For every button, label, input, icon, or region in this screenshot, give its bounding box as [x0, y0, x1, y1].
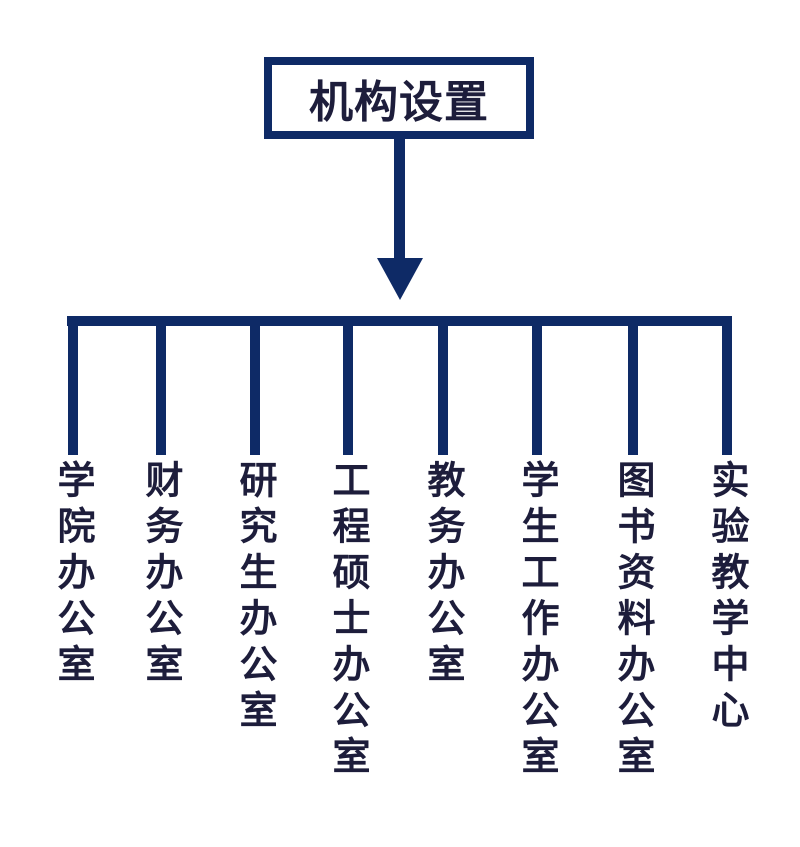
department-label: 图书资料办公室	[611, 460, 655, 782]
connector-line	[722, 316, 732, 455]
connector-line	[628, 316, 638, 455]
connector-line	[250, 316, 260, 455]
connector-line	[68, 316, 78, 455]
branch-finance-office: 财务办公室	[139, 316, 183, 690]
connector-line	[532, 316, 542, 455]
arrow-shaft-line	[394, 139, 405, 262]
branch-experimental-teaching-center: 实验教学中心	[705, 316, 749, 736]
connector-line	[156, 316, 166, 455]
department-label: 学院办公室	[51, 460, 95, 690]
department-label: 学生工作办公室	[515, 460, 559, 782]
branch-student-affairs-office: 学生工作办公室	[515, 316, 559, 782]
root-node: 机构设置	[264, 57, 534, 139]
branch-engineering-master-office: 工程硕士办公室	[326, 316, 370, 782]
connector-line	[438, 316, 448, 455]
arrow-down-icon	[377, 258, 423, 300]
root-node-label: 机构设置	[309, 77, 489, 128]
department-label: 实验教学中心	[705, 460, 749, 736]
branch-graduate-office: 研究生办公室	[233, 316, 277, 736]
branch-academic-affairs-office: 教务办公室	[421, 316, 465, 690]
horizontal-connector-line	[67, 316, 732, 326]
connector-line	[343, 316, 353, 455]
branch-library-materials-office: 图书资料办公室	[611, 316, 655, 782]
department-label: 研究生办公室	[233, 460, 277, 736]
department-label: 工程硕士办公室	[326, 460, 370, 782]
department-label: 教务办公室	[421, 460, 465, 690]
branch-college-office: 学院办公室	[51, 316, 95, 690]
department-label: 财务办公室	[139, 460, 183, 690]
